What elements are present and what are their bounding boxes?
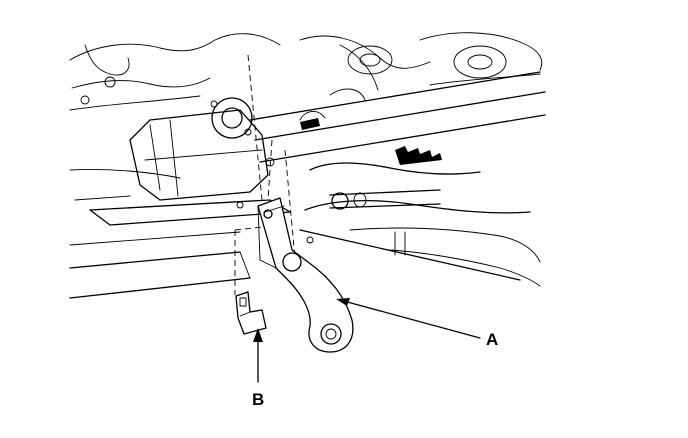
chassis-background <box>69 32 546 299</box>
clip-b <box>235 291 267 335</box>
leader-a <box>336 298 481 339</box>
bracket-a <box>257 197 354 353</box>
leader-b <box>253 328 263 383</box>
callout-b-label: B <box>252 390 264 409</box>
callout-a-label: A <box>486 330 498 349</box>
